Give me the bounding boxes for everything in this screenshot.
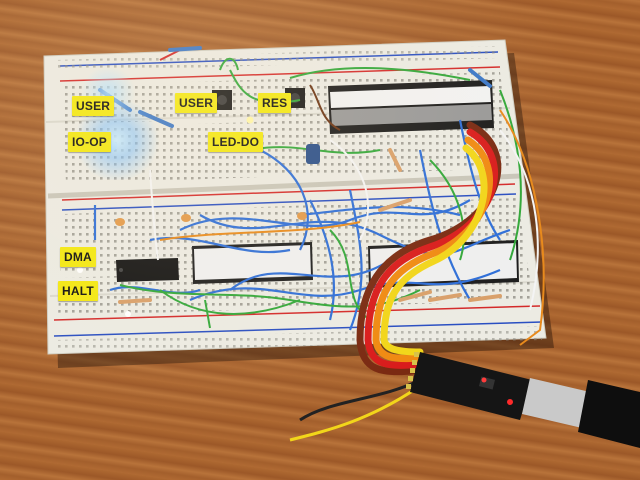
wire-white: [329, 139, 369, 241]
wire-orange: [499, 109, 545, 346]
wire-orange-2: [159, 221, 361, 241]
wire-white-2: [499, 129, 539, 311]
label-halt: HALT: [58, 281, 98, 301]
ic-chip-small: [116, 258, 179, 282]
ribbon-cable: [356, 121, 502, 376]
ic-chip-top: [328, 80, 494, 134]
label-user-led: USER: [72, 96, 115, 116]
capacitors: [115, 144, 320, 226]
wire-green-arc: [219, 57, 239, 71]
wire-red: [159, 49, 181, 61]
label-dma: DMA: [60, 247, 96, 267]
jumper-wires-blue: [93, 119, 511, 331]
label-io-op: IO-OP: [68, 132, 112, 152]
adapter-wires: [289, 378, 421, 442]
usb-serial-adapter: [406, 352, 640, 448]
label-led-d0: LED-DO: [208, 132, 264, 152]
label-reset-button: RES: [258, 93, 292, 113]
wire-brown: [309, 84, 341, 131]
label-user-button: USER: [175, 93, 218, 113]
